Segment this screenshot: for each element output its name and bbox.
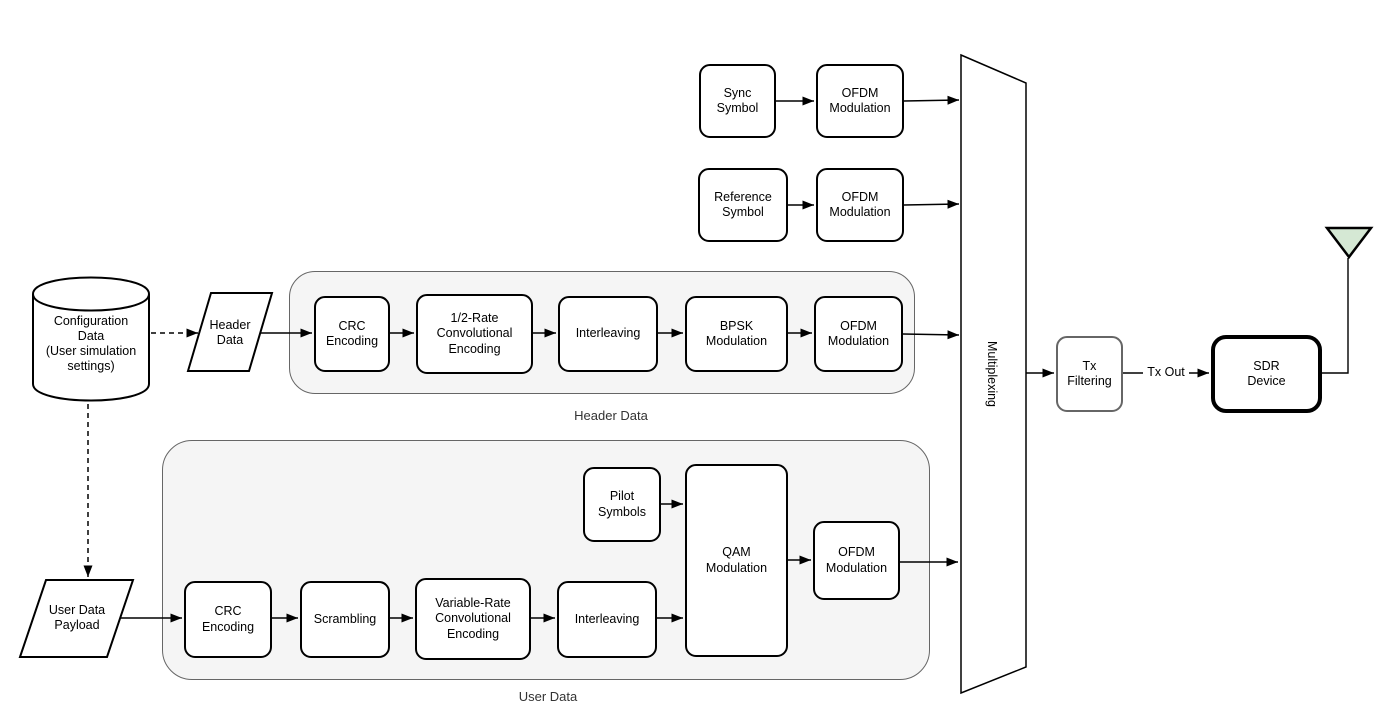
tx-out-edge-label: Tx Out — [1143, 365, 1189, 379]
node-user-interleaving: Interleaving — [557, 581, 657, 658]
node-header-interleaving: Interleaving — [558, 296, 658, 372]
antenna-icon — [1324, 226, 1374, 260]
node-sync-ofdm-modulation: OFDM Modulation — [816, 64, 904, 138]
configuration-data-label: Configuration Data (User simulation sett… — [45, 313, 137, 374]
node-reference-symbol: Reference Symbol — [698, 168, 788, 242]
node-sync-symbol: Sync Symbol — [699, 64, 776, 138]
node-user-crc-encoding: CRC Encoding — [184, 581, 272, 658]
node-header-ofdm-modulation: OFDM Modulation — [814, 296, 903, 372]
node-header-crc-encoding: CRC Encoding — [314, 296, 390, 372]
dashed-connectors — [83, 328, 198, 577]
header-data-group-label: Header Data — [574, 408, 648, 423]
node-qam-modulation: QAM Modulation — [685, 464, 788, 657]
node-tx-filtering: Tx Filtering — [1056, 336, 1123, 412]
node-pilot-symbols: Pilot Symbols — [583, 467, 661, 542]
multiplexer-shape — [960, 53, 1027, 695]
cylinder-shape — [32, 276, 150, 402]
node-sdr-device: SDR Device — [1211, 335, 1322, 413]
user-data-payload-parallelogram — [18, 579, 135, 658]
node-reference-ofdm-modulation: OFDM Modulation — [816, 168, 904, 242]
node-bpsk-modulation: BPSK Modulation — [685, 296, 788, 372]
user-data-payload-label: User Data Payload — [48, 602, 106, 632]
multiplexing-label: Multiplexing — [985, 340, 999, 407]
node-header-conv-encoding: 1/2-Rate Convolutional Encoding — [416, 294, 533, 374]
node-scrambling: Scrambling — [300, 581, 390, 658]
solid-connectors — [120, 95, 1209, 623]
node-variable-rate-conv-encoding: Variable-Rate Convolutional Encoding — [415, 578, 531, 660]
header-data-input-label: Header Data — [209, 317, 251, 347]
node-user-ofdm-modulation: OFDM Modulation — [813, 521, 900, 600]
antenna-feed-line — [1322, 258, 1349, 374]
user-data-group-label: User Data — [518, 689, 578, 704]
header-data-parallelogram — [186, 292, 274, 372]
